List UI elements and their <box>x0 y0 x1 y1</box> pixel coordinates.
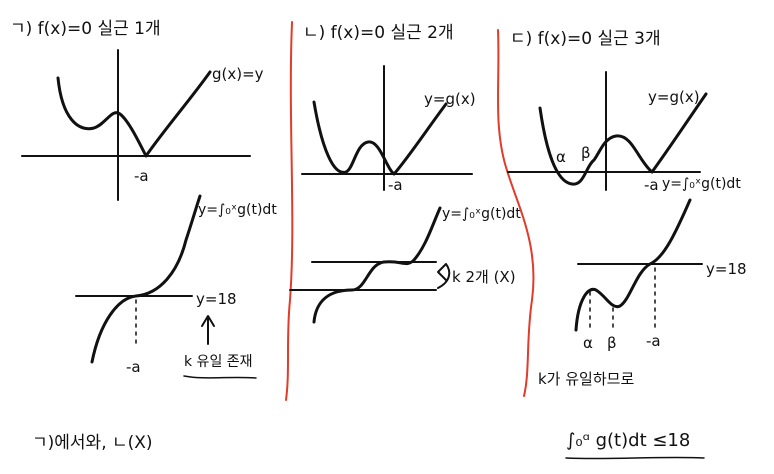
footer-right-underline <box>565 456 705 460</box>
footer-right: ∫₀ᵅ g(t)dt ≤18 <box>566 430 690 451</box>
integral-curve <box>574 198 692 332</box>
g-curve-label: y=g(x) <box>424 90 476 108</box>
up-arrow <box>201 315 215 345</box>
case-1-note: k 유일 존재 <box>184 354 253 370</box>
integral-label: y=∫₀ˣg(t)dt <box>198 202 277 218</box>
divider-red-2 <box>497 29 535 397</box>
point-a-label: -a <box>126 358 141 376</box>
integral-curve <box>312 206 442 324</box>
g-curve-label: y=g(x) <box>648 88 700 106</box>
case-3: ㄷ) f(x)=0 실근 3개 y=g(x) α β -a y=∫₀ˣg(t)d… <box>507 29 747 388</box>
case-2-heading: ㄴ) f(x)=0 실근 2개 <box>303 23 454 43</box>
case-1-integral-graph: y=∫₀ˣg(t)dt y=18 -a k 유일 존재 <box>75 194 277 379</box>
g-curve <box>312 100 448 176</box>
case-1: ㄱ) f(x)=0 실근 1개 g(x)=y -a y=∫₀ˣg(t)dt y=… <box>10 19 277 379</box>
alpha-label: α <box>556 148 566 166</box>
integral-curve <box>90 194 202 364</box>
case-1-heading: ㄱ) f(x)=0 실근 1개 <box>10 19 161 39</box>
root-label: -a <box>644 176 659 194</box>
integral-label: y=∫₀ˣg(t)dt <box>662 176 741 192</box>
case-2: ㄴ) f(x)=0 실근 2개 y=g(x) -a y=∫₀ˣg(t)dt k … <box>289 23 521 324</box>
bracket-arrow <box>437 263 451 289</box>
case-2-note: k 2개 (X) <box>452 268 516 286</box>
case-3-note: k가 유일하므로 <box>538 370 634 388</box>
beta-label: β <box>581 144 591 162</box>
case-2-integral-graph: y=∫₀ˣg(t)dt k 2개 (X) <box>289 206 521 324</box>
root-label: -a <box>388 176 403 194</box>
line-y18-label: y=18 <box>196 290 237 308</box>
case-3-integral-graph: y=∫₀ˣg(t)dt y=18 α β -a k가 유일하므로 <box>538 176 747 388</box>
g-curve <box>538 92 708 186</box>
case-3-g-graph: y=g(x) α β -a <box>507 71 708 194</box>
point-beta-label: β <box>607 334 617 352</box>
integral-label: y=∫₀ˣg(t)dt <box>442 206 521 222</box>
root-label: -a <box>134 167 149 185</box>
case-3-heading: ㄷ) f(x)=0 실근 3개 <box>510 29 661 49</box>
divider-red-1 <box>285 21 294 401</box>
point-alpha-label: α <box>583 334 593 352</box>
case-1-g-graph: g(x)=y -a <box>21 49 264 201</box>
g-curve <box>56 70 212 158</box>
g-curve-label: g(x)=y <box>212 65 264 83</box>
footer-left: ㄱ)에서와, ㄴ(X) <box>32 433 153 453</box>
point-a-label: -a <box>646 332 661 350</box>
case-2-g-graph: y=g(x) -a <box>301 65 476 194</box>
note-underline <box>183 375 257 379</box>
line-y18-label: y=18 <box>706 260 747 278</box>
